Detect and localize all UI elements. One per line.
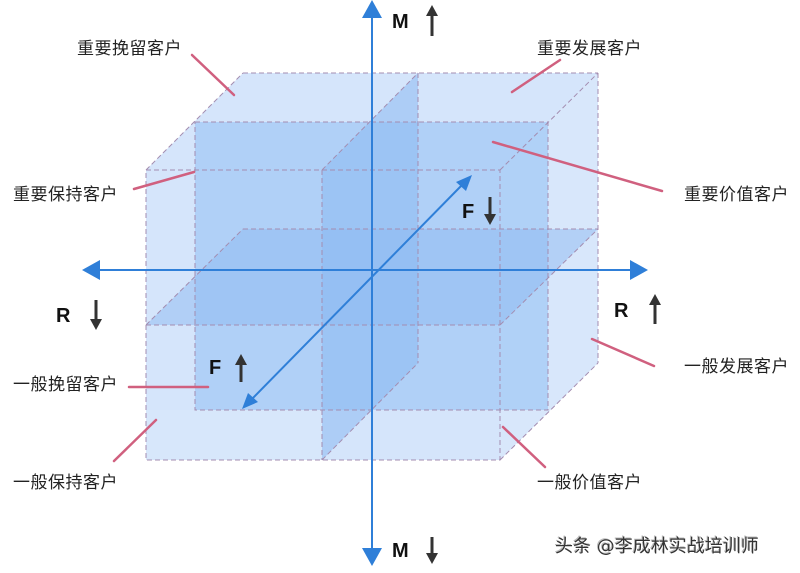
f-back-arrowhead-icon <box>456 175 472 191</box>
segment-label-general-retain: 一般挽留客户 <box>13 375 118 395</box>
segment-label-important-retain: 重要挽留客户 <box>77 39 182 59</box>
segment-label-general-value: 一般价值客户 <box>537 473 642 493</box>
m-bottom-label: M <box>392 540 409 562</box>
r-left-arrowhead-icon <box>82 260 100 280</box>
arrow-up-icon <box>426 5 438 36</box>
leader-important-retain <box>190 53 236 97</box>
leader-important-value <box>491 140 664 193</box>
f-axis <box>251 184 463 400</box>
segment-label-general-keep: 一般保持客户 <box>13 473 118 493</box>
arrow-down-icon <box>426 537 438 564</box>
m-top-label: M <box>392 11 409 33</box>
segment-label-important-develop: 重要发展客户 <box>537 39 642 59</box>
m-up-arrowhead-icon <box>362 0 382 18</box>
segment-label-important-keep: 重要保持客户 <box>13 185 118 205</box>
watermark: 头条 @李成林实战培训师 <box>555 536 759 557</box>
segment-label-important-value: 重要价值客户 <box>684 185 789 205</box>
r-right-arrowhead-icon <box>630 260 648 280</box>
arrow-down-icon <box>484 197 496 225</box>
lower-front-face <box>146 410 322 460</box>
leader-general-develop <box>590 337 656 368</box>
axes <box>96 14 634 555</box>
arrow-up-icon <box>649 294 661 324</box>
arrow-down-icon <box>90 300 102 330</box>
r-left-label: R <box>56 305 71 327</box>
f-front-label: F <box>209 357 222 379</box>
direction-arrows <box>90 5 661 564</box>
segment-label-general-develop: 一般发展客户 <box>684 357 789 377</box>
r-right-label: R <box>614 300 629 322</box>
arrow-up-icon <box>235 354 247 382</box>
leader-important-keep <box>132 170 196 191</box>
leader-important-develop <box>510 58 562 94</box>
f-back-label: F <box>462 201 475 223</box>
leader-general-keep <box>112 418 158 463</box>
leader-general-value <box>501 425 547 469</box>
axis-arrowheads <box>82 0 648 566</box>
f-front-arrowhead-icon <box>242 393 258 409</box>
m-down-arrowhead-icon <box>362 548 382 566</box>
leader-lines <box>112 53 664 469</box>
